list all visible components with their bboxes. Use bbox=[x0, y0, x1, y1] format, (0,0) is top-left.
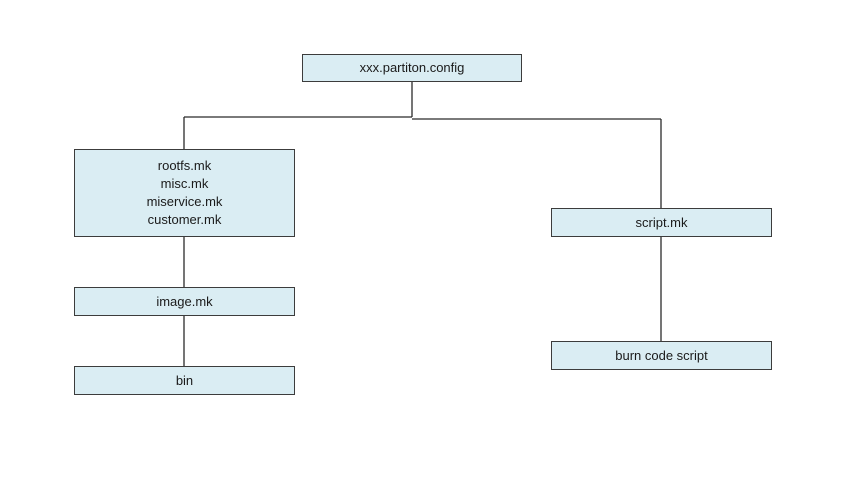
node-burn-code-script: burn code script bbox=[551, 341, 772, 370]
node-misc-mk-label: misc.mk bbox=[160, 176, 209, 191]
node-rootfs-mk-label: rootfs.mk bbox=[157, 158, 212, 173]
node-bin: bin bbox=[74, 366, 295, 395]
node-partition-config-label: xxx.partiton.config bbox=[359, 60, 465, 75]
node-image-mk-label: image.mk bbox=[156, 293, 213, 309]
node-miservice-mk-label: miservice.mk bbox=[146, 194, 223, 209]
node-mk-files: rootfs.mk misc.mk miservice.mk customer.… bbox=[74, 149, 295, 237]
node-burn-code-script-label: burn code script bbox=[615, 347, 708, 363]
node-customer-mk-label: customer.mk bbox=[147, 212, 222, 227]
node-bin-label: bin bbox=[175, 372, 194, 388]
node-partition-config: xxx.partiton.config bbox=[302, 54, 522, 82]
node-script-mk: script.mk bbox=[551, 208, 772, 237]
node-image-mk: image.mk bbox=[74, 287, 295, 316]
node-script-mk-label: script.mk bbox=[635, 214, 688, 230]
